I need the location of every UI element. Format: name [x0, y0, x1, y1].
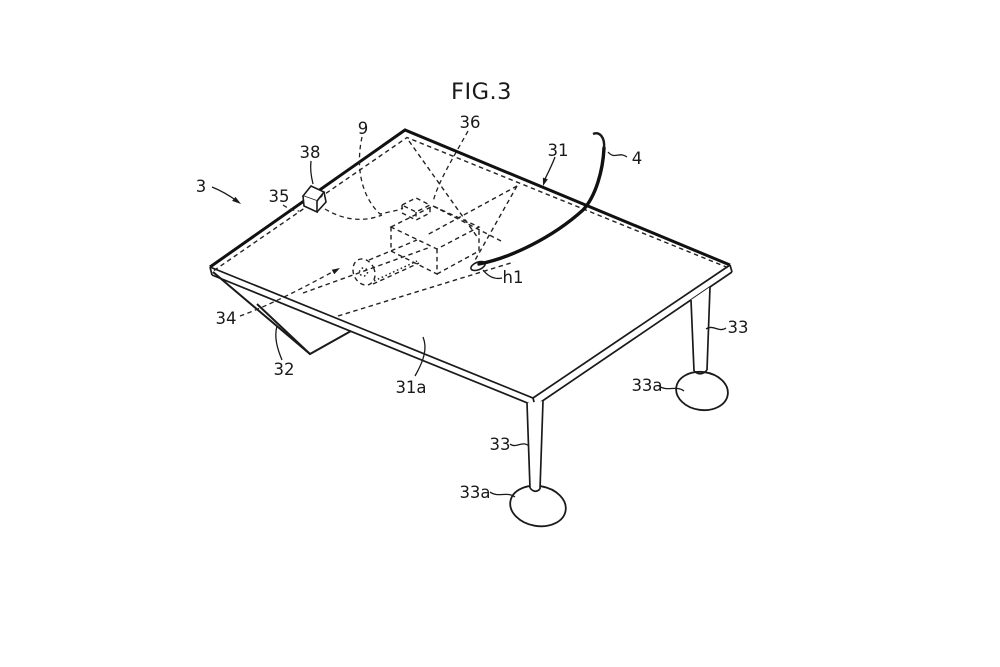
- leader-31: [544, 156, 556, 180]
- ref-label-32: 32: [274, 360, 295, 379]
- reference-labels: FIG.3 3 38 35 9 36 31 4 h1 34 32 31a 33 …: [196, 79, 749, 502]
- leader-h1: [482, 269, 503, 280]
- leader-31-arrowhead: [542, 177, 548, 186]
- table-leg-right-fill: [691, 287, 710, 371]
- lens-barrel-top: [368, 239, 418, 261]
- ref-label-35: 35: [269, 187, 290, 206]
- ref-label-3: 3: [196, 177, 207, 196]
- table-leg-right-group: [675, 286, 729, 412]
- table-leg-front-fill: [527, 401, 543, 489]
- table-leg-right-bottom: [693, 369, 708, 375]
- leader-9: [358, 136, 404, 215]
- table-foot-front: [509, 484, 567, 528]
- ref-label-9: 9: [358, 119, 369, 138]
- leader-35: [282, 204, 300, 212]
- projection-beam-line: [432, 205, 504, 243]
- tabletop-thickness-left: [210, 267, 535, 406]
- cable-end-hook: [592, 132, 606, 149]
- table-leg-front-group: [509, 400, 567, 528]
- leader-36: [432, 130, 469, 203]
- leader-31a: [414, 336, 426, 377]
- ref-label-h1: h1: [503, 268, 524, 287]
- leader-33-right: [705, 326, 727, 331]
- lens-barrel-bottom: [372, 262, 420, 285]
- tabletop-surface: [210, 130, 730, 398]
- sensor-box-front: [302, 195, 318, 214]
- unit-body-front: [390, 227, 438, 276]
- ref-label-33-right: 33: [728, 318, 749, 337]
- tabletop-thickness-right: [533, 265, 732, 406]
- unit-top-box: [400, 197, 432, 213]
- ref-label-31a: 31a: [395, 378, 426, 397]
- corner-support-fold: [256, 303, 311, 355]
- ref-label-33a-right: 33a: [631, 376, 662, 395]
- leader-32: [275, 325, 283, 361]
- ref-label-34: 34: [216, 309, 237, 328]
- ref-label-36: 36: [460, 113, 481, 132]
- tabletop: [209, 128, 733, 407]
- leader-4: [607, 151, 628, 158]
- ref-label-33a-front: 33a: [459, 483, 490, 502]
- leader-33a-front: [489, 491, 516, 498]
- leader-3-arrowhead: [232, 196, 241, 204]
- ref-label-33-front: 33: [490, 435, 511, 454]
- leader-38: [309, 160, 314, 185]
- ref-label-4: 4: [632, 149, 643, 168]
- leader-3: [211, 186, 238, 202]
- hidden-lens-barrel-end: [352, 258, 376, 286]
- projection-beam-line: [473, 185, 518, 263]
- tabletop-far-edges: [209, 128, 731, 269]
- figure-title: FIG.3: [451, 79, 512, 105]
- edge-sensor-box: [301, 185, 327, 214]
- ref-label-38: 38: [300, 143, 321, 162]
- hidden-frame-line: [302, 247, 429, 294]
- table-foot-right: [675, 370, 729, 412]
- hidden-inset-outline: [213, 136, 731, 272]
- unit-top-box-sides: [401, 205, 431, 221]
- corner-support: [212, 271, 352, 356]
- lens-center-mark: [358, 267, 369, 277]
- table-leg-front-bottom: [529, 487, 541, 493]
- leader-33a-right: [658, 385, 685, 392]
- ref-label-31: 31: [548, 141, 569, 160]
- leader-lines: [211, 130, 727, 498]
- projection-beam-line: [426, 185, 518, 236]
- sensor-box-side: [316, 191, 327, 213]
- leader-33-front: [509, 443, 530, 447]
- leader-34-arrowhead: [331, 268, 340, 275]
- leader-34: [239, 269, 337, 317]
- unit-body-top: [389, 205, 481, 250]
- cable: [477, 146, 606, 266]
- cable-group: [470, 132, 606, 272]
